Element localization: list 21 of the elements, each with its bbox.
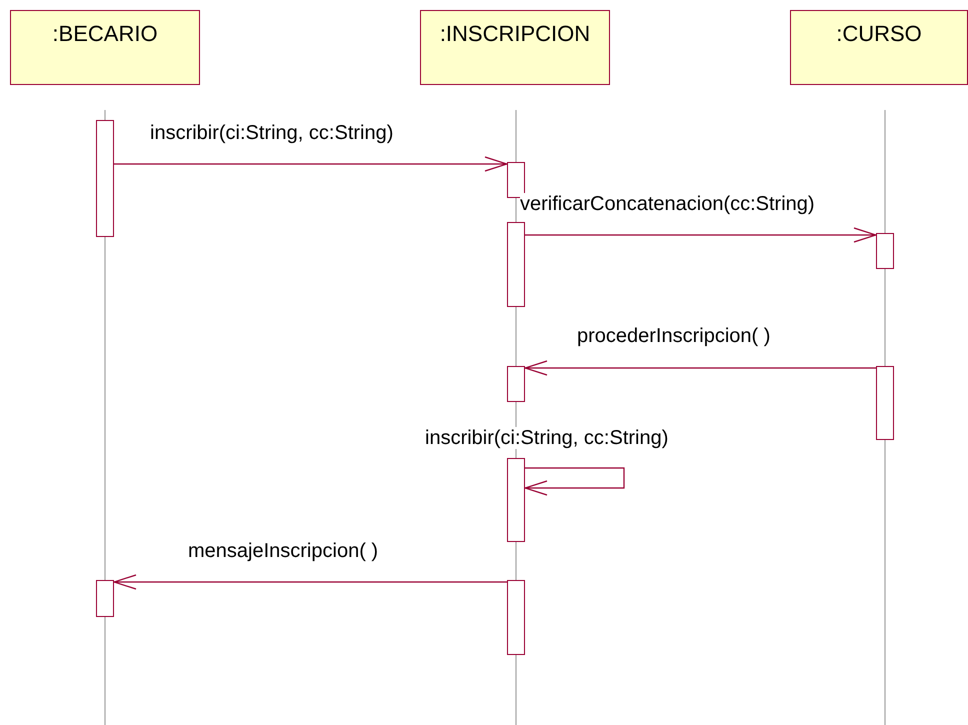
message-label: inscribir(ci:String, cc:String): [425, 427, 668, 449]
message-arrow: [524, 360, 876, 376]
message-arrow: [113, 574, 507, 590]
self-message-arrow: [524, 467, 625, 496]
message-label: mensajeInscripcion( ): [188, 540, 378, 562]
message-label: procederInscripcion( ): [577, 325, 770, 347]
activation-bar: [876, 233, 894, 269]
activation-bar: [96, 120, 114, 237]
activation-bar: [507, 222, 525, 307]
message-label: inscribir(ci:String, cc:String): [150, 122, 394, 144]
object-box: :INSCRIPCION: [420, 10, 610, 85]
activation-bar: [876, 366, 894, 440]
message-arrow: [114, 156, 508, 172]
activation-bar: [96, 580, 114, 617]
activation-bar: [507, 366, 525, 402]
object-box: :CURSO: [790, 10, 968, 85]
message-label: verificarConcatenacion(cc:String): [520, 193, 815, 215]
activation-bar: [507, 580, 525, 655]
message-arrow: [525, 227, 877, 243]
object-box: :BECARIO: [10, 10, 200, 85]
activation-bar: [507, 458, 525, 542]
